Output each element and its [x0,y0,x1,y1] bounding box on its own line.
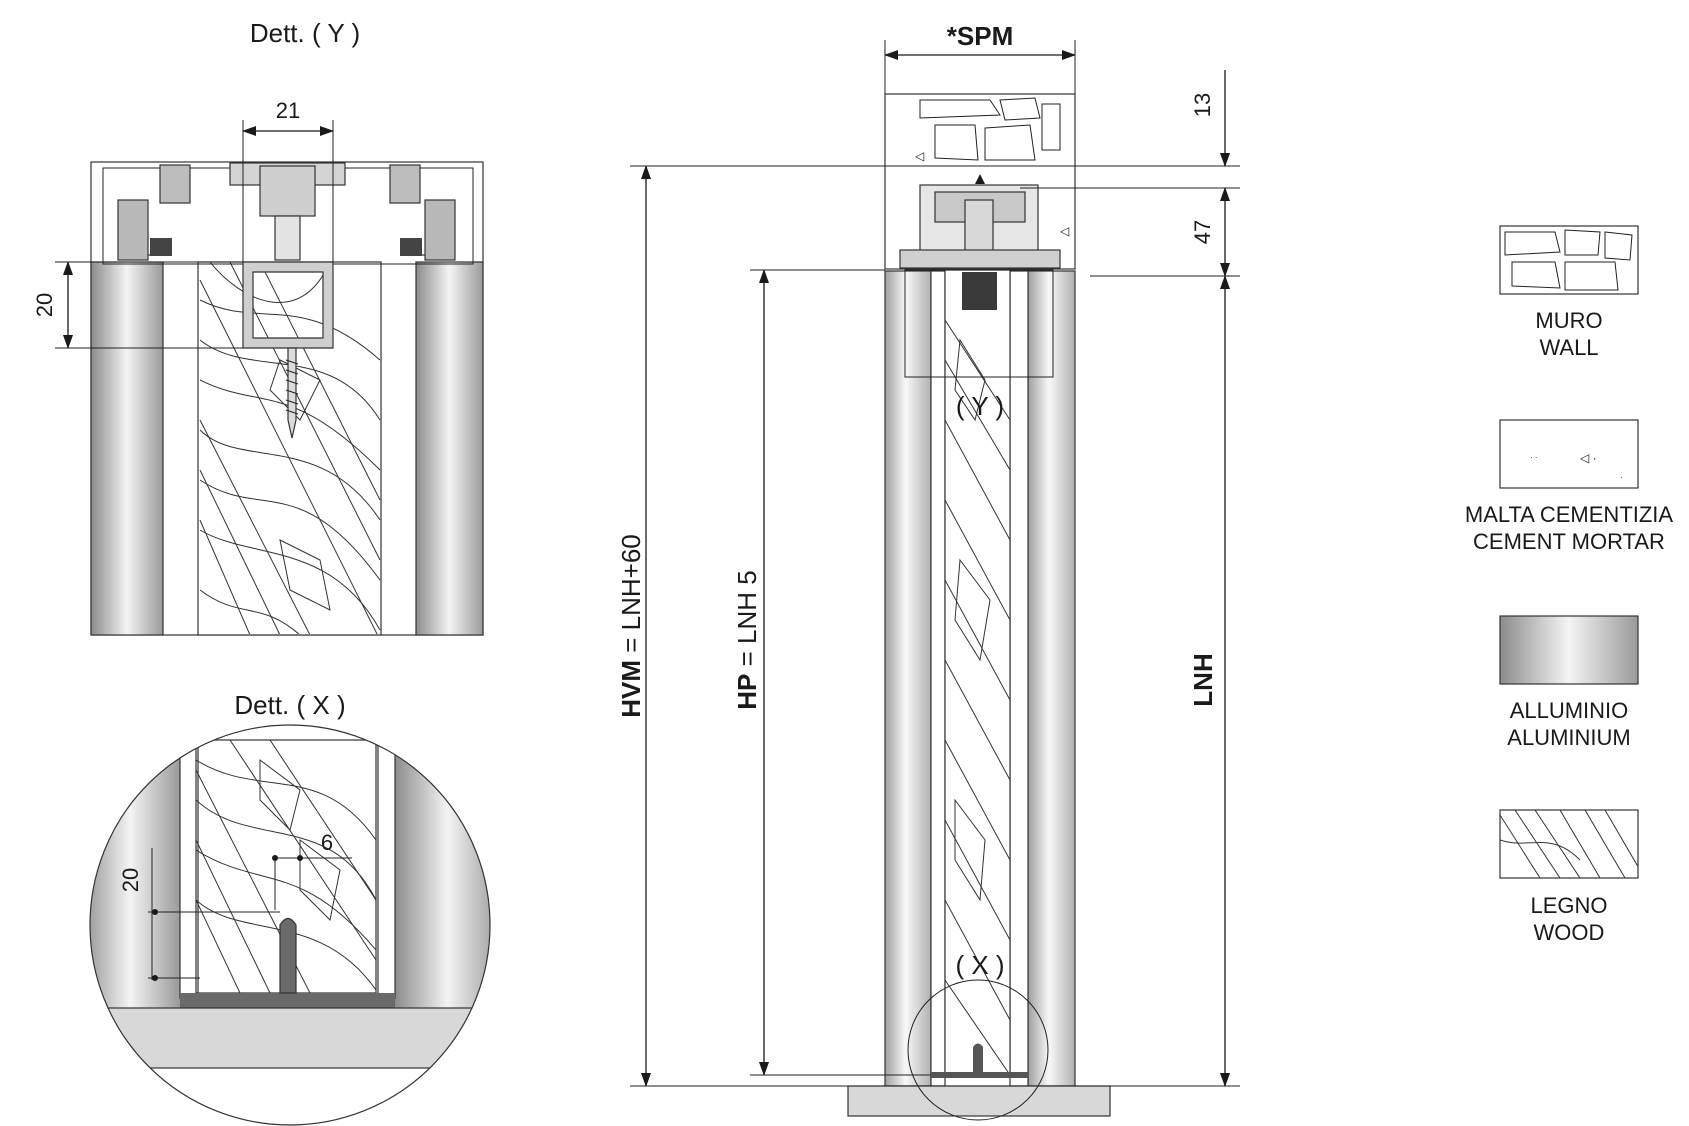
section-floor [847,1085,1111,1117]
detail-y-dim-21: 21 [276,98,300,123]
detail-y: Dett. ( Y ) 21 [32,18,484,636]
detail-y-left-panel [90,261,164,636]
dim-13: 13 [1190,93,1215,117]
legend-mortar-line2: CEMENT MORTAR [1473,529,1665,554]
section-left-profile [884,270,932,1087]
legend-mortar-line1: MALTA CEMENTIZIA [1465,502,1674,527]
detail-y-carriage [259,165,316,217]
svg-text:◁: ◁ [915,149,925,163]
legend: MURO WALL · · ◁ · · MALTA CEMENTIZIA CEM… [1465,225,1674,945]
detail-x: Dett. ( X ) 6 [89,690,491,1126]
detail-y-hanger-profile [242,261,334,349]
detail-y-screw [287,347,297,439]
legend-swatch-aluminium [1499,615,1639,685]
detail-x-guide-pin [279,917,297,994]
detail-x-floor-track [180,993,395,1008]
legend-swatch-wall [1499,225,1639,295]
section-right-profile [1027,270,1076,1087]
detail-y-bolt [274,215,301,261]
legend-aluminium-line2: ALUMINIUM [1507,725,1630,750]
detail-y-bracket-right [424,199,456,261]
detail-x-title: Dett. ( X ) [234,690,345,720]
detail-x-floor [90,1007,490,1069]
legend-swatch-mortar [1499,419,1639,489]
detail-y-track-left [159,164,191,204]
hp-label: HP = LNH 5 [732,570,762,709]
legend-wood-line1: LEGNO [1530,893,1607,918]
detail-y-brush-right [400,238,422,256]
dim-47: 47 [1190,220,1215,244]
callout-y: ( Y ) [956,391,1004,421]
detail-y-brush-left [150,238,172,256]
lnh-label: LNH [1188,653,1218,706]
callout-x: ( X ) [955,950,1004,980]
section-wood-grain [945,319,1010,1075]
legend-wall-line2: WALL [1539,335,1598,360]
section-detail-x-circle [907,979,1049,1121]
detail-y-bracket-left [117,199,149,261]
detail-x-dim-6: 6 [321,830,333,855]
legend-wood-line2: WOOD [1534,920,1605,945]
detail-y-wood-grain [199,262,381,634]
section-guide-pin [973,1043,983,1075]
detail-y-track-right [389,164,421,204]
detail-y-dim-20: 20 [32,293,57,317]
svg-text:◁: ◁ [1060,224,1070,238]
hvm-label: HVM = LNH+60 [616,534,646,718]
detail-x-circle [89,724,491,1126]
legend-wall-line1: MURO [1535,308,1602,333]
section-view: *SPM ◁ ◁ ( Y ) ( [616,21,1240,1121]
detail-y-title: Dett. ( Y ) [250,18,360,48]
svg-text:◁ ·: ◁ · [1580,451,1597,465]
svg-text:· ·: · · [1530,453,1538,462]
section-detail-y-box [904,269,1054,378]
detail-x-dim-20: 20 [118,868,143,892]
legend-aluminium-line1: ALLUMINIO [1510,698,1629,723]
section-carriage [964,199,994,256]
spm-label: *SPM [947,21,1013,51]
section-top-block [962,272,997,310]
legend-swatch-wood [1499,809,1639,879]
detail-y-right-panel [415,261,484,636]
svg-text:·: · [1620,473,1623,482]
detail-y-wood-leaf [197,261,382,636]
